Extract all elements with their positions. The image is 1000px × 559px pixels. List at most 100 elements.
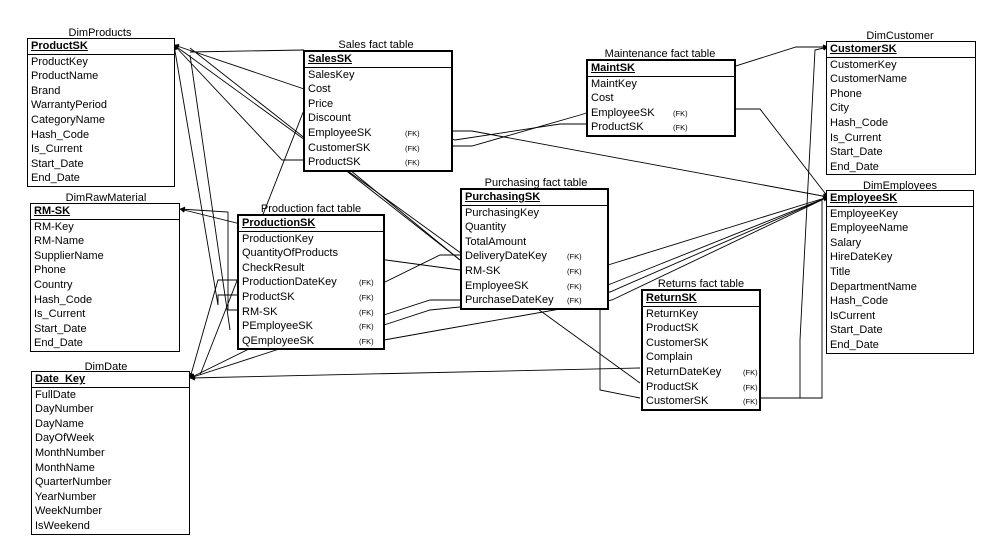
link-sales-product-dimproducts <box>173 44 304 161</box>
sales-column: Cost <box>305 82 451 97</box>
sales-fk-marker: (FK) <box>405 128 420 138</box>
returns-column-name: ReturnDateKey <box>646 365 722 378</box>
production-column: PEmployeeSK(FK) <box>239 319 383 334</box>
dimproducts-column: CategoryName <box>28 113 174 128</box>
dimdate-column-name: QuarterNumber <box>35 476 112 489</box>
dimemployees-column-name: EmployeeName <box>830 222 909 235</box>
link-maint-employee-dimemployees <box>735 108 829 198</box>
dimrawmaterial-column-name: RM-SK <box>34 205 71 217</box>
production-column-name: ProductionKey <box>242 232 314 245</box>
sales-column: CustomerSK(FK) <box>305 141 451 156</box>
maintenance-primary-key: MaintSK <box>588 61 734 77</box>
dimemployees-column-name: Hash_Code <box>830 295 889 308</box>
purchasing-column-name: PurchaseDateKey <box>465 294 554 307</box>
returns-column: Complain <box>643 350 759 365</box>
purchasing-column-name: PurchasingKey <box>465 206 539 219</box>
link-purchasing-employee-dimemployees <box>607 196 829 286</box>
dimcustomer-column-name: Start_Date <box>830 146 883 159</box>
purchasing-column-name: DeliveryDateKey <box>465 250 547 263</box>
dimdate-column-name: DayNumber <box>35 403 94 416</box>
dimemployees-column: Start_Date <box>827 323 973 338</box>
dimdate-primary-key: Date_Key <box>32 372 189 388</box>
sales-fk-marker: (FK) <box>405 158 420 168</box>
dimemployees-column: HireDateKey <box>827 250 973 265</box>
dimrawmaterial-column-name: RM-Name <box>34 235 85 248</box>
link-dimemployees-x1 <box>607 196 829 266</box>
dimcustomer-column-name: CustomerSK <box>830 43 897 55</box>
dimdate-column: DayName <box>32 417 189 432</box>
dimemployees-column-name: Start_Date <box>830 324 883 337</box>
link-dimproducts-x2 <box>189 49 305 53</box>
purchasing-column: DeliveryDateKey(FK) <box>462 249 607 264</box>
dimcustomer-column: Start_Date <box>827 145 975 160</box>
production-column-name: ProductSK <box>242 290 295 303</box>
dimcustomer-column-name: Hash_Code <box>830 116 889 129</box>
returns-fk-marker: (FK) <box>743 397 758 407</box>
production-column-name: QEmployeeSK <box>242 334 315 347</box>
production-column: RM-SK(FK) <box>239 305 383 320</box>
purchasing-primary-key: PurchasingSK <box>462 190 607 206</box>
dimemployees-column: EmployeeName <box>827 221 973 236</box>
dimproducts-column-name: CategoryName <box>31 113 105 126</box>
purchasing-column: PurchasingKey <box>462 206 607 221</box>
dimrawmaterial-primary-key: RM-SK <box>31 204 179 220</box>
dimemployees-column-name: Salary <box>830 236 862 249</box>
purchasing-column: PurchaseDateKey (FK) <box>462 293 607 308</box>
dimdate-column: MonthName <box>32 461 189 476</box>
sales-column-name: ProductSK <box>308 156 361 169</box>
production-fk-marker: (FK) <box>359 336 374 346</box>
dimproducts-column-name: Brand <box>31 84 61 97</box>
dimdate-column-name: DayName <box>35 417 84 430</box>
dimemployees-column: DepartmentName <box>827 280 973 295</box>
dimrawmaterial-column-name: Start_Date <box>34 322 87 335</box>
dimdate-column: FullDate <box>32 388 189 403</box>
purchasing-fk-marker: (FK) <box>567 266 582 276</box>
purchasing-fk-marker: (FK) <box>567 296 582 306</box>
dimcustomer-column: Is_Current <box>827 131 975 146</box>
dimemployees-column-name: End_Date <box>830 338 879 351</box>
sales-column-name: Discount <box>308 112 351 125</box>
dimemployees-column-name: DepartmentName <box>830 280 917 293</box>
dimrawmaterial-column: Country <box>31 278 179 293</box>
link-returns-product-dimproducts <box>173 44 641 384</box>
dimemployees-primary-key: EmployeeSK <box>827 191 973 207</box>
production-column: ProductionKey <box>239 232 383 247</box>
production-column-name: ProductionDateKey <box>242 276 337 289</box>
dimproducts-column-name: ProductName <box>31 70 99 83</box>
returns-column-name: ProductSK <box>646 322 699 335</box>
dimrawmaterial-column: SupplierName <box>31 249 179 264</box>
sales-column-name: SalesKey <box>308 68 355 81</box>
dimproducts-column-name: WarrantyPeriod <box>31 99 108 112</box>
dimemployees-column-name: EmployeeSK <box>830 192 898 204</box>
maintenance-column: Cost <box>588 91 734 106</box>
dimemployees-column-name: IsCurrent <box>830 309 876 322</box>
dimproducts-column-name: Is_Current <box>31 143 83 156</box>
returns-column-name: CustomerSK <box>646 395 709 408</box>
sales-caption: Sales fact table <box>338 39 414 51</box>
dimcustomer-column-name: CustomerKey <box>830 58 897 71</box>
sales-column: ProductSK (FK) <box>305 155 451 170</box>
returns-column: CustomerSK (FK) <box>643 394 759 409</box>
dimdate-column-name: MonthNumber <box>35 446 105 459</box>
link-returns-date-dimdate <box>189 367 641 381</box>
dimdate-column-name: DayOfWeek <box>35 432 95 445</box>
dimdate-column-name: FullDate <box>35 388 76 401</box>
dimcustomer-column: Hash_Code <box>827 116 975 131</box>
purchasing-column: Quantity <box>462 220 607 235</box>
production-column-name: PEmployeeSK <box>242 320 313 333</box>
dimcustomer-column-name: Is_Current <box>830 131 882 144</box>
dimcustomer-column-name: CustomerName <box>830 73 908 86</box>
purchasing-column-name: Quantity <box>465 221 506 234</box>
maintenance-fk-marker: (FK) <box>673 108 688 118</box>
dimdate-column-name: WeekNumber <box>35 505 103 518</box>
dimproducts-column: ProductName <box>28 69 174 84</box>
sales-column: Discount <box>305 111 451 126</box>
maintenance-column: ProductSK(FK) <box>588 120 734 135</box>
production-column-name: QuantityOfProducts <box>242 247 338 260</box>
dimrawmaterial-column: End_Date <box>31 336 179 351</box>
production-column: QEmployeeSK (FK) <box>239 334 383 349</box>
dimdate-column: YearNumber <box>32 490 189 505</box>
dimemployees-column-name: HireDateKey <box>830 251 893 264</box>
